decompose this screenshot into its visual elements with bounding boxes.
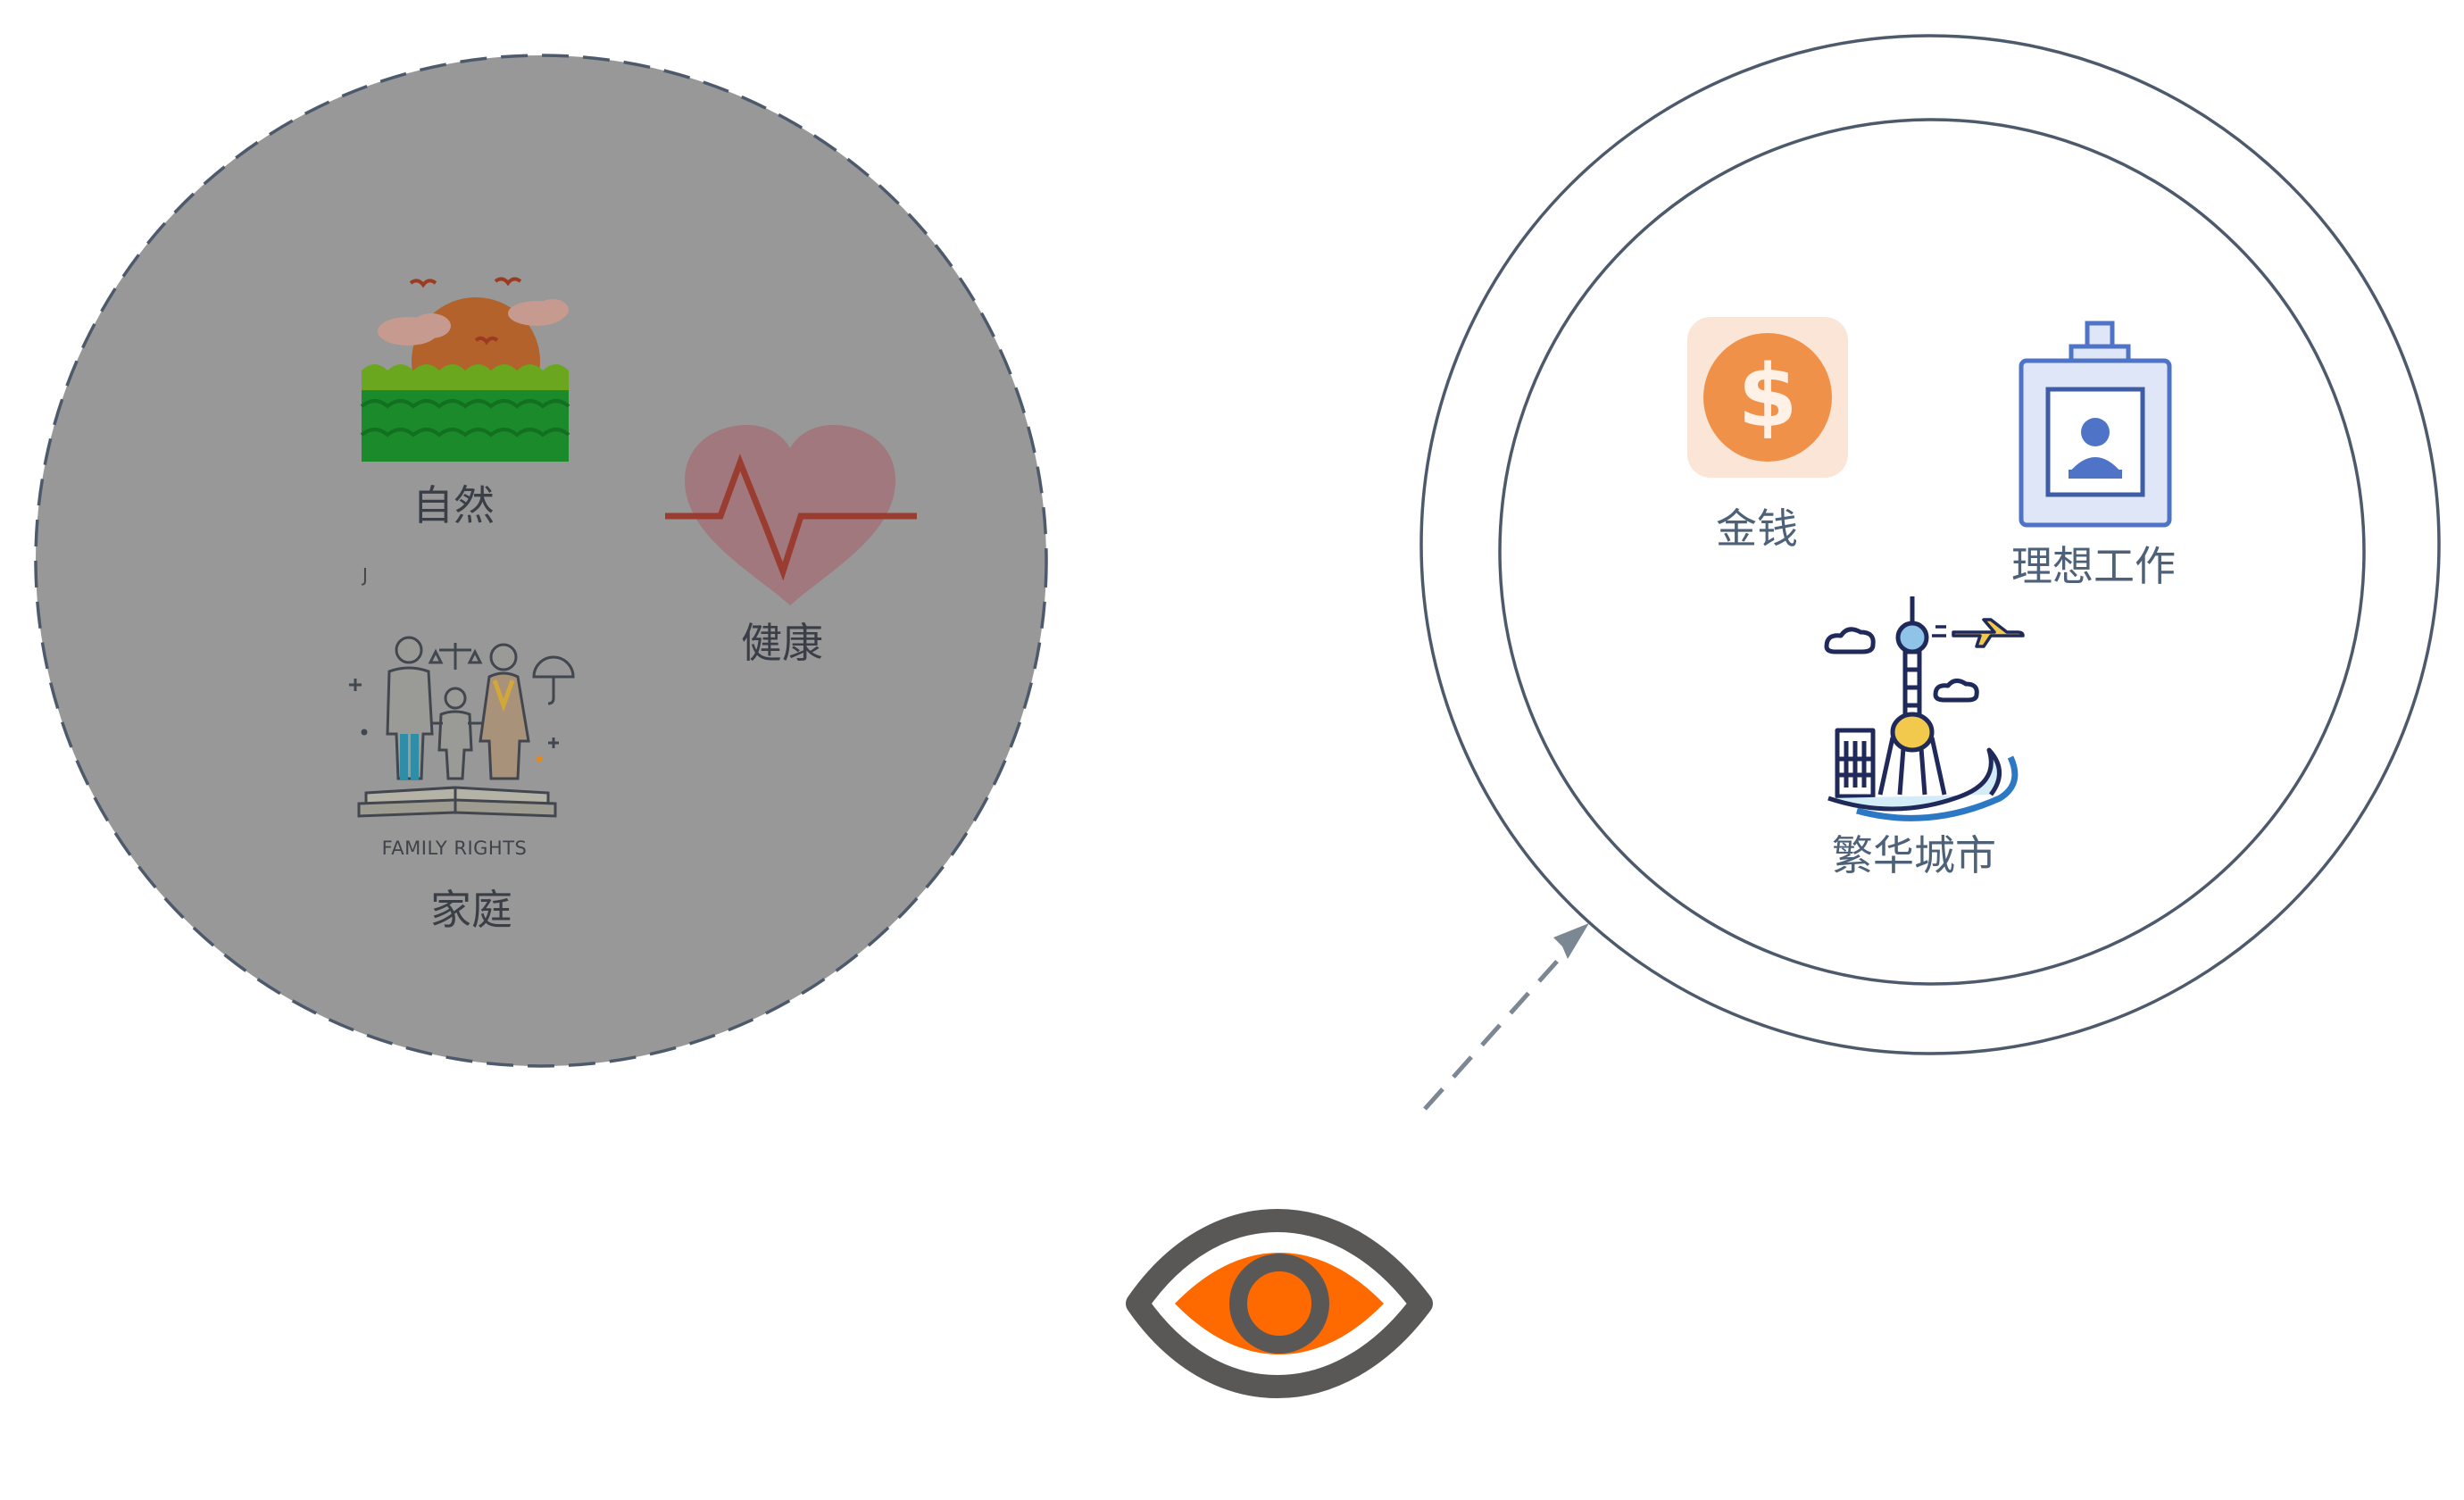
money-icon: $ bbox=[1687, 317, 1848, 478]
family-icon bbox=[349, 636, 575, 818]
family-label: 家庭 bbox=[430, 886, 512, 934]
right-group: $ 金钱 理想工作 bbox=[1419, 34, 2441, 1055]
arrowhead-icon bbox=[1553, 923, 1589, 959]
dashed-arrow bbox=[1423, 923, 1589, 1111]
inner-circle bbox=[1498, 118, 2366, 986]
health-label: 健康 bbox=[741, 619, 823, 667]
family-caption: FAMILY RIGHTS bbox=[382, 838, 528, 859]
outer-circle bbox=[1419, 34, 2441, 1055]
svg-text:$: $ bbox=[1738, 346, 1798, 446]
money-label: 金钱 bbox=[1716, 504, 1798, 553]
eye-icon bbox=[1126, 1209, 1433, 1398]
left-dashed-circle bbox=[34, 54, 1048, 1068]
job-label: 理想工作 bbox=[2011, 542, 2176, 590]
city-label: 繁华城市 bbox=[1832, 831, 1996, 879]
nature-label: 自然 bbox=[412, 481, 495, 529]
nature-icon bbox=[360, 277, 570, 462]
left-group: 自然 J 健康 bbox=[34, 54, 1048, 1068]
city-tower-icon bbox=[1824, 596, 2025, 821]
id-badge-icon bbox=[2019, 321, 2172, 528]
stray-mark: J bbox=[361, 564, 368, 586]
heart-icon bbox=[665, 425, 917, 605]
